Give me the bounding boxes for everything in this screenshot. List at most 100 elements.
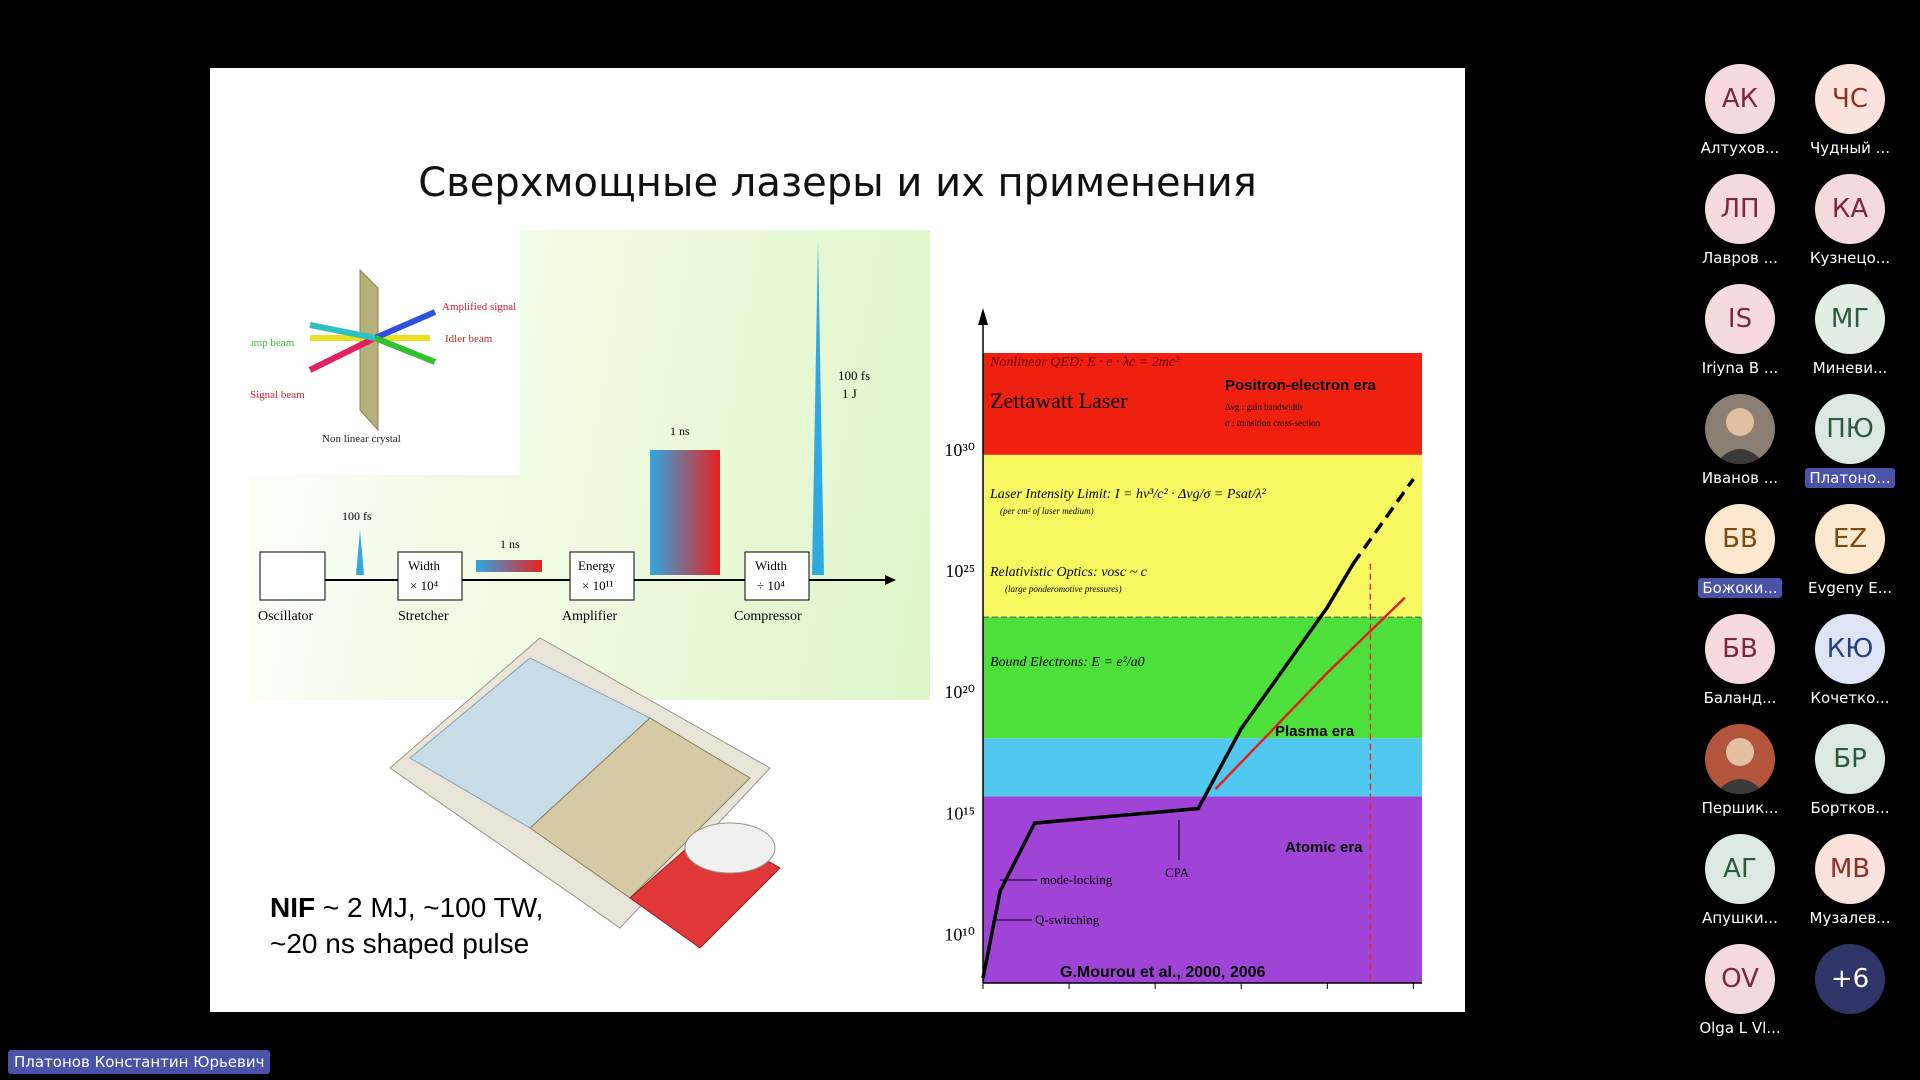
pulse-1ns-small-label: 1 ns (500, 537, 520, 551)
participant-avatar: БВ (1705, 504, 1775, 574)
era-atomic-label: Atomic era (1285, 839, 1363, 856)
idler-beam-shape (373, 335, 437, 365)
participant-name: Музалев... (1809, 909, 1891, 927)
output-pulse-energy: 1 J (842, 386, 857, 401)
participant-tile[interactable]: Першик... (1685, 724, 1795, 824)
compressor-line1: Width (755, 558, 787, 573)
participant-avatar: МГ (1815, 284, 1885, 354)
participant-avatar: БВ (1705, 614, 1775, 684)
cpa-diagram: Amplified signal Idler beam Pump beam Si… (250, 230, 930, 700)
stretcher-line2: × 10⁴ (410, 578, 439, 593)
participant-tile[interactable]: КА Кузнецо... (1795, 174, 1905, 274)
era-positron-label: Positron-electron era (1225, 377, 1377, 394)
participant-name: Баланд... (1703, 689, 1777, 707)
pulse-1ns-big-shape (650, 450, 720, 575)
amplifier-line2: × 10¹¹ (582, 578, 613, 593)
annotation-cpa: CPA (1165, 865, 1190, 880)
participant-name: Апушки... (1702, 909, 1778, 927)
band-label-relativistic-note: (large ponderomotive pressures) (1005, 584, 1122, 594)
participant-tile[interactable]: IS Iriyna B ... (1685, 284, 1795, 384)
signal-beam-shape (308, 335, 377, 373)
participant-avatar: IS (1705, 284, 1775, 354)
nif-laser-bay-2 (529, 717, 751, 899)
participant-name: Кузнецо... (1809, 249, 1891, 267)
participant-avatar: КА (1815, 174, 1885, 244)
band-label-limit-note: (per cm² of laser medium) (1000, 506, 1094, 516)
participant-tile[interactable]: БВ Баланд... (1685, 614, 1795, 714)
participant-name: Чудный ... (1809, 139, 1890, 157)
active-speaker-label: Платонов Константин Юрьевич (8, 1050, 271, 1074)
stretcher-box (397, 551, 463, 601)
participant-name: Платоно... (1805, 468, 1895, 488)
participant-avatar: OV (1705, 944, 1775, 1014)
chart-band-3 (983, 454, 1422, 618)
participant-avatar: +6 (1815, 944, 1885, 1014)
x-tick-label: 1990 (1221, 996, 1261, 998)
participant-avatar: АК (1705, 64, 1775, 134)
person-photo-icon (1715, 738, 1765, 794)
pulse-1ns-small-shape (476, 560, 542, 572)
annotation-q-switching: Q-switching (1035, 912, 1100, 927)
cpa-diagram-svg: Amplified signal Idler beam Pump beam Si… (250, 240, 896, 624)
band-label-bound: Bound Electrons: E = e²/a0 (990, 655, 1145, 670)
nif-caption: NIF ~ 2 MJ, ~100 TW, ~20 ns shaped pulse (270, 890, 543, 963)
pulse-100fs-shape (356, 530, 364, 575)
participant-avatar: ЛП (1705, 174, 1775, 244)
compressor-line2: ÷ 10⁴ (757, 578, 785, 593)
pulse-100fs-label: 100 fs (342, 509, 372, 523)
participant-tile[interactable]: OV Olga L Vl... (1685, 944, 1795, 1044)
participant-tile[interactable]: МВ Музалев... (1795, 834, 1905, 934)
band-label-zettawatt: Zettawatt Laser (990, 388, 1128, 413)
idler-beam-label: Idler beam (445, 333, 493, 345)
participant-tile[interactable]: ПЮ Платоно... (1795, 394, 1905, 494)
participant-tile[interactable]: Иванов ... (1685, 394, 1795, 494)
amplified-beam-shape (373, 309, 437, 341)
participant-avatar: ПЮ (1815, 394, 1885, 464)
y-tick-label: 10¹⁰ (944, 925, 975, 945)
stretcher-line1: Width (408, 558, 440, 573)
nif-dome (684, 822, 776, 874)
participant-name: Кочетко... (1810, 689, 1890, 707)
laser-intensity-chart: Nonlinear QED: E · e · λc = 2mc² Zettawa… (925, 238, 1465, 998)
amplifier-label: Amplifier (562, 609, 618, 624)
participant-name: Божоки... (1698, 578, 1782, 598)
chart-series-1 (1351, 477, 1415, 565)
participant-name: Iriyna B ... (1701, 359, 1779, 377)
participant-name: Evgeny E... (1807, 579, 1893, 597)
compressor-box (744, 551, 810, 601)
participant-name: Бортков... (1810, 799, 1890, 817)
band-label-limit: Laser Intensity Limit: I = hν³/c² · Δνg/… (989, 487, 1267, 502)
participant-avatar: МВ (1815, 834, 1885, 904)
chart-series-0 (981, 562, 1355, 979)
y-tick-label: 10³⁰ (944, 440, 975, 460)
participant-name: Olga L Vl... (1699, 1019, 1781, 1037)
participant-name: Лавров ... (1702, 249, 1778, 267)
participant-tile[interactable]: ЛП Лавров ... (1685, 174, 1795, 274)
nif-caption-line1: ~ 2 MJ, ~100 TW, (315, 892, 544, 923)
participant-name: Першик... (1701, 799, 1779, 817)
output-pulse-duration: 100 fs (838, 368, 870, 383)
participant-avatar: КЮ (1815, 614, 1885, 684)
chart-band-4 (983, 353, 1422, 455)
chart-bands (983, 353, 1422, 983)
participant-tile[interactable]: АГ Апушки... (1685, 834, 1795, 934)
participant-avatar: АГ (1705, 834, 1775, 904)
chart-band-2 (983, 617, 1422, 739)
participant-tile[interactable]: КЮ Кочетко... (1795, 614, 1905, 714)
participant-tile[interactable]: +6 (1795, 944, 1905, 1044)
chart-band-1 (983, 738, 1422, 797)
chart-series (981, 477, 1415, 983)
participant-tile[interactable]: БВ Божоки... (1685, 504, 1795, 604)
chart-band-0 (983, 796, 1422, 983)
x-tick-label: 2000 (1307, 996, 1347, 998)
annotation-mode-locking: mode-locking (1040, 872, 1113, 887)
oscillator-box (259, 551, 326, 601)
slide-title: Сверхмощные лазеры и их применения (418, 160, 1257, 206)
reference-citation: G.Mourou et al., 2000, 2006 (1060, 964, 1266, 981)
